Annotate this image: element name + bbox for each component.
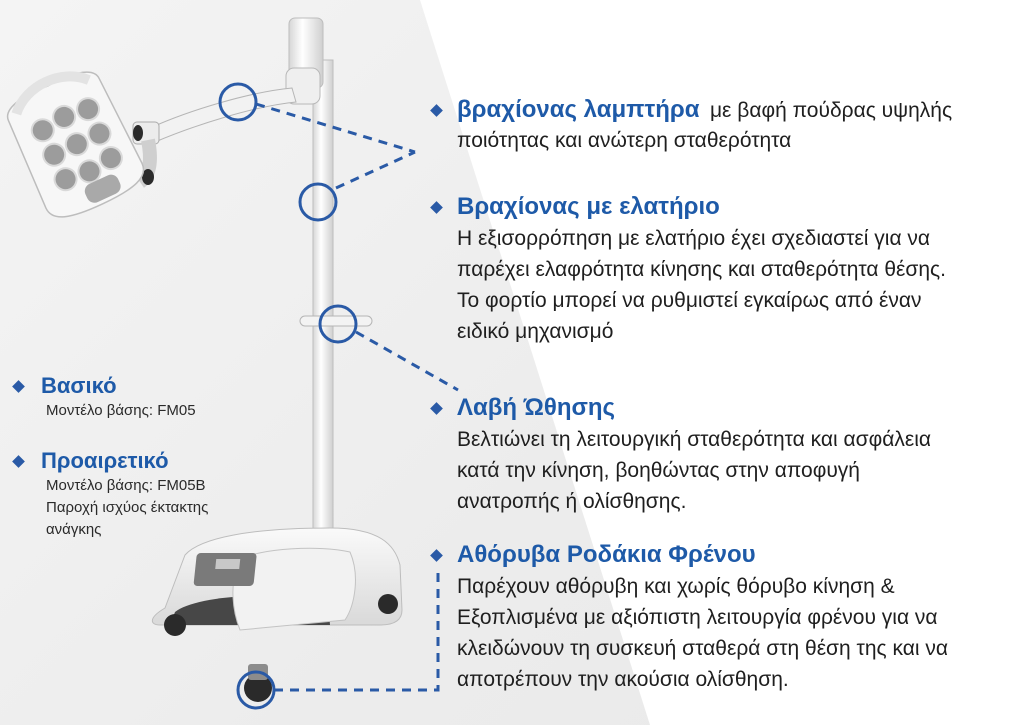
diamond-bullet-icon: [430, 104, 443, 117]
feature-description: Βελτιώνει τη λειτουργική σταθερότητα και…: [457, 424, 1022, 517]
callout-circle-spring-arm: [298, 182, 338, 222]
callout-circle-push-handle: [318, 304, 358, 344]
feature-line: παρέχει ελαφρότητα κίνησης και σταθερότη…: [457, 258, 946, 281]
wheel-rear: [244, 674, 272, 702]
model-line: Παροχή ισχύος έκτακτης: [46, 499, 209, 516]
pole: [312, 59, 334, 551]
model-title: Βασικό: [41, 373, 117, 398]
feature-line: Το φορτίο μπορεί να ρυθμιστεί εγκαίρως α…: [457, 289, 922, 312]
diamond-bullet-icon: [430, 549, 443, 562]
feature-title: Αθόρυβα Ροδάκια Φρένου: [457, 541, 756, 568]
control-panel: [193, 553, 257, 586]
feature-line: κατά την κίνηση, βοηθώντας στην αποφυγή: [457, 459, 860, 482]
feature-line: ανατροπής ή ολίσθησης.: [457, 490, 687, 513]
model-head: Βασικό: [12, 372, 196, 400]
feature-line: κλειδώνουν τη συσκευή σταθερά στη θέση τ…: [457, 637, 948, 660]
lamp-arm: [149, 87, 297, 143]
feature-head: Λαβή Ώθησης: [430, 393, 1022, 423]
feature-line: Εξοπλισμένα με αξιόπιστη λειτουργία φρέν…: [457, 606, 938, 629]
diamond-bullet-icon: [430, 201, 443, 214]
diamond-bullet-icon: [12, 455, 25, 468]
diamond-bullet-icon: [12, 380, 25, 393]
model-basic: Βασικό Μοντέλο βάσης: FM05: [12, 372, 196, 422]
feature-description: Η εξισορρόπηση με ελατήριο έχει σχεδιαστ…: [457, 223, 1022, 347]
callout-line-lamp-arm: [255, 102, 416, 154]
feature-lamp-arm: βραχίονας λαμπτήρα με βαφή πούδρας υψηλή…: [430, 95, 1022, 156]
callout-circle-lamp-arm: [218, 82, 258, 122]
base-front: [232, 547, 356, 631]
feature-line: Η εξισορρόπηση με ελατήριο έχει σχεδιαστ…: [457, 227, 931, 250]
model-line: Μοντέλο βάσης: FM05: [46, 402, 196, 419]
lamp-neck: [135, 138, 157, 188]
callout-line-push-handle: [355, 330, 459, 392]
lamp-handle: [84, 174, 121, 203]
callout-line-spring-arm: [335, 150, 416, 190]
feature-line: αποτρέπουν την ακούσια ολίσθηση.: [457, 668, 789, 691]
push-handle-bar: [299, 315, 373, 327]
lamp-head: [6, 71, 145, 218]
diamond-bullet-icon: [430, 402, 443, 415]
callout-line-wheel: [274, 570, 440, 692]
wheel-front-left: [164, 614, 186, 636]
model-line: ανάγκης: [46, 521, 102, 538]
feature-title: Βραχίονας με ελατήριο: [457, 193, 720, 220]
feature-body: βραχίονας λαμπτήρα με βαφή πούδρας υψηλή…: [457, 95, 1017, 156]
control-display: [215, 559, 241, 569]
feature-brake-wheels: Αθόρυβα Ροδάκια Φρένου Παρέχουν αθόρυβη …: [430, 540, 1022, 695]
feature-description: Παρέχουν αθόρυβη και χωρίς θόρυβο κίνηση…: [457, 571, 1022, 695]
model-line: Μοντέλο βάσης: FM05B: [46, 477, 206, 494]
wheel-front-right: [378, 594, 398, 614]
feature-head: Αθόρυβα Ροδάκια Φρένου: [430, 540, 1022, 570]
feature-spring-arm: Βραχίονας με ελατήριο Η εξισορρόπηση με …: [430, 192, 1022, 347]
feature-title: βραχίονας λαμπτήρα: [457, 96, 700, 123]
model-head: Προαιρετικό: [12, 447, 208, 475]
feature-text: με βαφή πούδρας υψηλής ποιότητας και ανώ…: [457, 99, 953, 152]
lamp-neck-cap: [142, 169, 154, 185]
arm-knuckle-cap: [133, 125, 143, 141]
feature-head: βραχίονας λαμπτήρα με βαφή πούδρας υψηλή…: [430, 95, 1022, 156]
feature-line: Παρέχουν αθόρυβη και χωρίς θόρυβο κίνηση…: [457, 575, 895, 598]
model-optional: Προαιρετικό Μοντέλο βάσης: FM05B Παροχή …: [12, 447, 209, 541]
feature-head: Βραχίονας με ελατήριο: [430, 192, 1022, 222]
feature-title: Λαβή Ώθησης: [457, 394, 616, 421]
feature-push-handle: Λαβή Ώθησης Βελτιώνει τη λειτουργική στα…: [430, 393, 1022, 517]
feature-line: ειδικό μηχανισμό: [457, 320, 614, 343]
model-title: Προαιρετικό: [41, 448, 169, 473]
feature-line: Βελτιώνει τη λειτουργική σταθερότητα και…: [457, 428, 932, 451]
